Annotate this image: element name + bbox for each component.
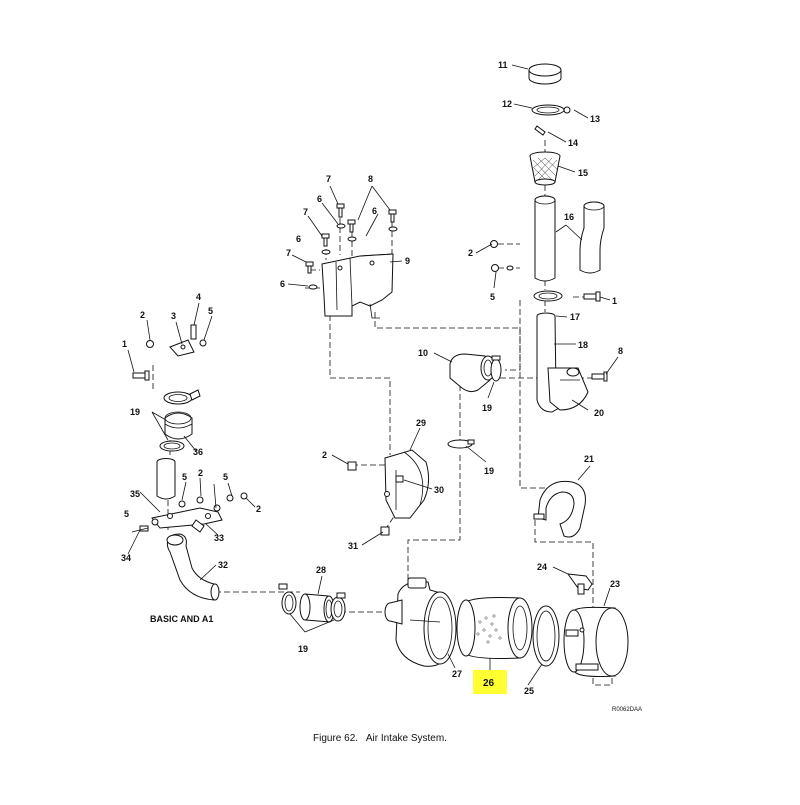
intake-tube-offset	[579, 201, 605, 274]
callout-18: 18	[578, 340, 588, 350]
callout-bracket-6a: 6	[317, 194, 322, 204]
mid-nuts	[347, 461, 390, 536]
inlet-screen	[529, 151, 561, 186]
clamp-19-bottom-right	[330, 592, 346, 622]
clamp-19-left-upper	[163, 389, 201, 405]
left-lower-clamp-33	[139, 492, 248, 533]
end-cover-23	[563, 606, 629, 677]
callout-right-19a: 19	[482, 403, 492, 413]
callout-bracket-7b: 7	[303, 207, 308, 217]
cap-screw	[534, 125, 546, 136]
callout-labels: 11 12 13 14 15 16 17 18 20 21 23 24 25 2…	[121, 60, 623, 696]
callout-36: 36	[193, 447, 203, 457]
callout-bracket-6d: 6	[280, 279, 285, 289]
callout-left-5c: 5	[223, 472, 228, 482]
callout-21: 21	[584, 454, 594, 464]
figure-caption: Figure 62. Air Intake System.	[313, 733, 447, 744]
bracket-washers	[308, 223, 398, 290]
bracket-screws	[305, 203, 397, 274]
gasket-25	[532, 605, 560, 667]
callout-29: 29	[416, 418, 426, 428]
callout-bottom-19: 19	[298, 644, 308, 654]
callout-right-2: 2	[468, 248, 473, 258]
callout-right-8: 8	[618, 346, 623, 356]
callout-17: 17	[570, 312, 580, 322]
callout-10: 10	[418, 348, 428, 358]
support-bracket-29	[384, 449, 430, 519]
callout-24: 24	[537, 562, 547, 572]
callout-left-1: 1	[122, 339, 127, 349]
callout-left-3: 3	[171, 311, 176, 321]
variant-label: BASIC AND A1	[150, 614, 214, 624]
filter-element-26	[456, 597, 533, 659]
elbow-10	[449, 353, 496, 393]
callout-15: 15	[578, 168, 588, 178]
callout-31: 31	[348, 541, 358, 551]
callout-bracket-6b: 6	[372, 206, 377, 216]
callout-bracket-6c: 6	[296, 234, 301, 244]
callout-left-5b: 5	[182, 472, 187, 482]
drawing-id: R0062DAA	[612, 707, 643, 713]
left-tube	[156, 458, 176, 500]
callout-25: 25	[524, 686, 534, 696]
callout-34: 34	[121, 553, 131, 563]
left-clamp-top	[132, 324, 207, 381]
callout-left-2c: 2	[256, 504, 261, 514]
callout-27: 27	[452, 669, 462, 679]
hose-clamp-19-lower	[447, 439, 475, 449]
elbow-20	[547, 367, 589, 411]
callout-right-1: 1	[612, 296, 617, 306]
cap-clamp	[531, 104, 571, 116]
intake-tube-straight	[534, 195, 556, 282]
callout-bracket-8: 8	[368, 174, 373, 184]
callout-bracket-7c: 7	[286, 248, 291, 258]
bolt-right-8	[591, 371, 608, 382]
callout-12: 12	[502, 99, 512, 109]
tube-clamp-17	[533, 290, 563, 302]
callout-35: 35	[130, 489, 140, 499]
callout-11: 11	[498, 60, 508, 70]
bolt-right-1	[583, 291, 601, 302]
leader-lines	[127, 64, 619, 686]
callout-mid-2: 2	[322, 450, 327, 460]
callout-13: 13	[590, 114, 600, 124]
air-cleaner-body-27	[384, 577, 457, 667]
callout-14: 14	[568, 138, 578, 148]
clamp-19-bottom-left	[278, 583, 297, 615]
callout-left-5a: 5	[208, 306, 213, 316]
mounting-bracket-9	[321, 253, 394, 319]
hose-clamp-19-upper	[490, 355, 502, 382]
callout-left-4: 4	[196, 292, 201, 302]
latch-24	[566, 573, 593, 595]
callout-33: 33	[214, 533, 224, 543]
callout-23: 23	[610, 579, 620, 589]
mounting-strap-21	[533, 480, 586, 538]
callout-left-2b: 2	[198, 468, 203, 478]
callout-left-19: 19	[130, 407, 140, 417]
hose-32	[166, 533, 220, 601]
callout-9: 9	[405, 256, 410, 266]
callout-bracket-7a: 7	[326, 174, 331, 184]
callout-right-19b: 19	[484, 466, 494, 476]
callout-left-5d: 5	[124, 509, 129, 519]
callout-right-5: 5	[490, 292, 495, 302]
highlight-marker	[473, 670, 507, 694]
hose-36	[164, 411, 193, 440]
callout-28: 28	[316, 565, 326, 575]
right-washers	[490, 240, 514, 272]
callout-left-2a: 2	[140, 310, 145, 320]
callout-30: 30	[434, 485, 444, 495]
adapter-28	[299, 593, 335, 623]
callout-20: 20	[594, 408, 604, 418]
callout-16: 16	[564, 212, 574, 222]
callout-32: 32	[218, 560, 228, 570]
rain-cap	[528, 63, 562, 85]
clamp-19-left-lower	[159, 440, 185, 452]
